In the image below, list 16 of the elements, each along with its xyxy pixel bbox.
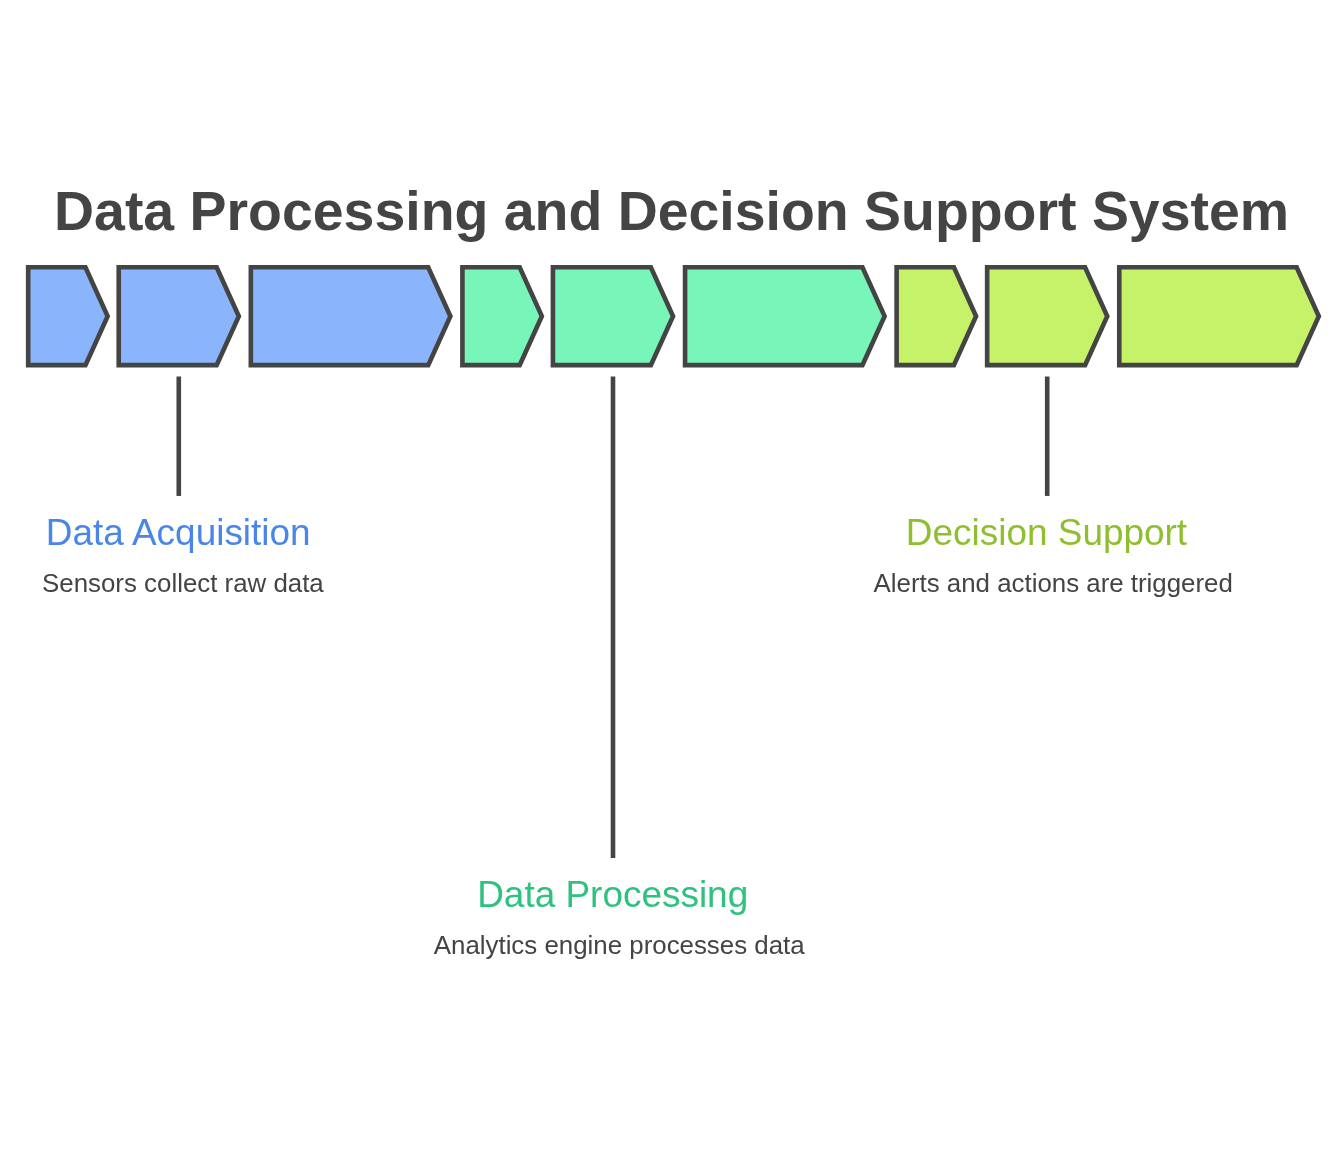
node-chevron [894,264,979,367]
connector [610,376,616,858]
node-chevron [25,264,111,367]
node-text: Decision Support Alerts and actions are triggered [873,511,1233,597]
node-text: Data Processing Analytics engine processes data [433,873,805,959]
node-chevron [1116,264,1322,367]
connector [1044,376,1050,496]
node-text: Data Acquisition Sensors collect raw data [42,511,324,597]
diagram-title: Data Processing and Decision Support System [54,179,1290,242]
connector [176,376,182,496]
node-chevron [984,264,1110,367]
node-chevron [248,264,453,367]
node-chevron [460,264,545,367]
node-chevron [116,264,242,367]
node-chevron [682,264,888,367]
node-chevron [550,264,676,367]
